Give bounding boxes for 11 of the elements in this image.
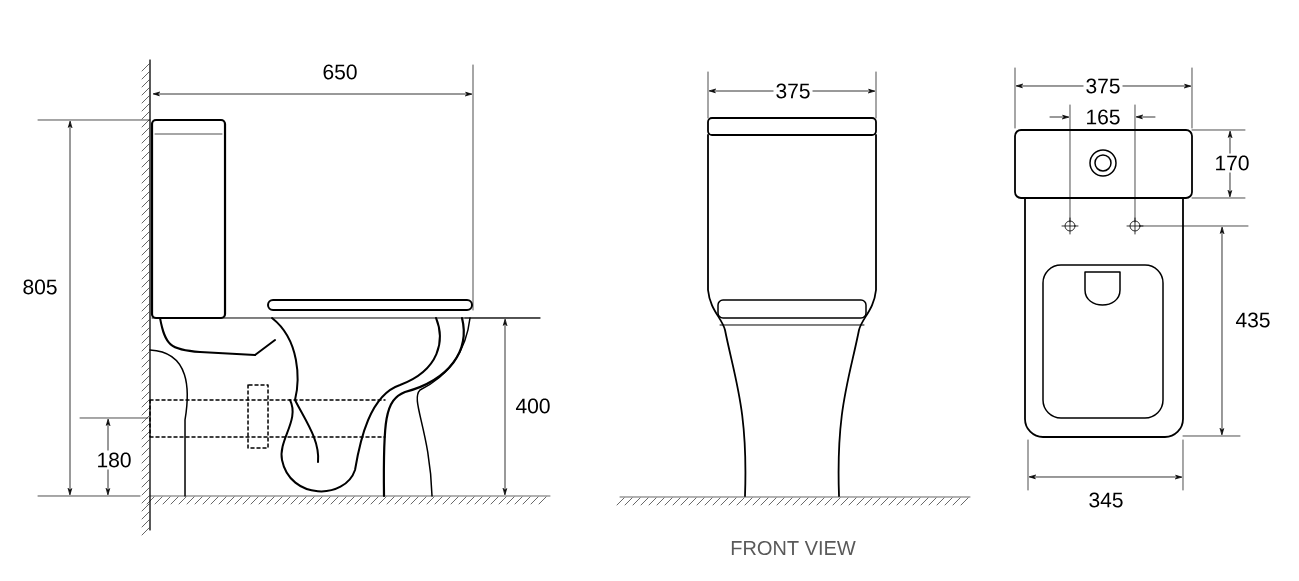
dimension-label: 400 bbox=[513, 396, 553, 416]
dimension-label: 435 bbox=[1233, 310, 1273, 330]
dimension-label: 805 bbox=[20, 277, 60, 297]
view-caption: FRONT VIEW bbox=[731, 540, 856, 556]
dimension-label: 165 bbox=[1083, 107, 1123, 127]
dimension-label: 180 bbox=[94, 450, 134, 470]
dimension-label: 170 bbox=[1212, 153, 1252, 173]
dimension-label: 650 bbox=[320, 62, 360, 82]
dimension-label: 375 bbox=[773, 81, 813, 101]
dimension-label: 375 bbox=[1083, 76, 1123, 96]
dimension-label: 345 bbox=[1086, 490, 1126, 510]
